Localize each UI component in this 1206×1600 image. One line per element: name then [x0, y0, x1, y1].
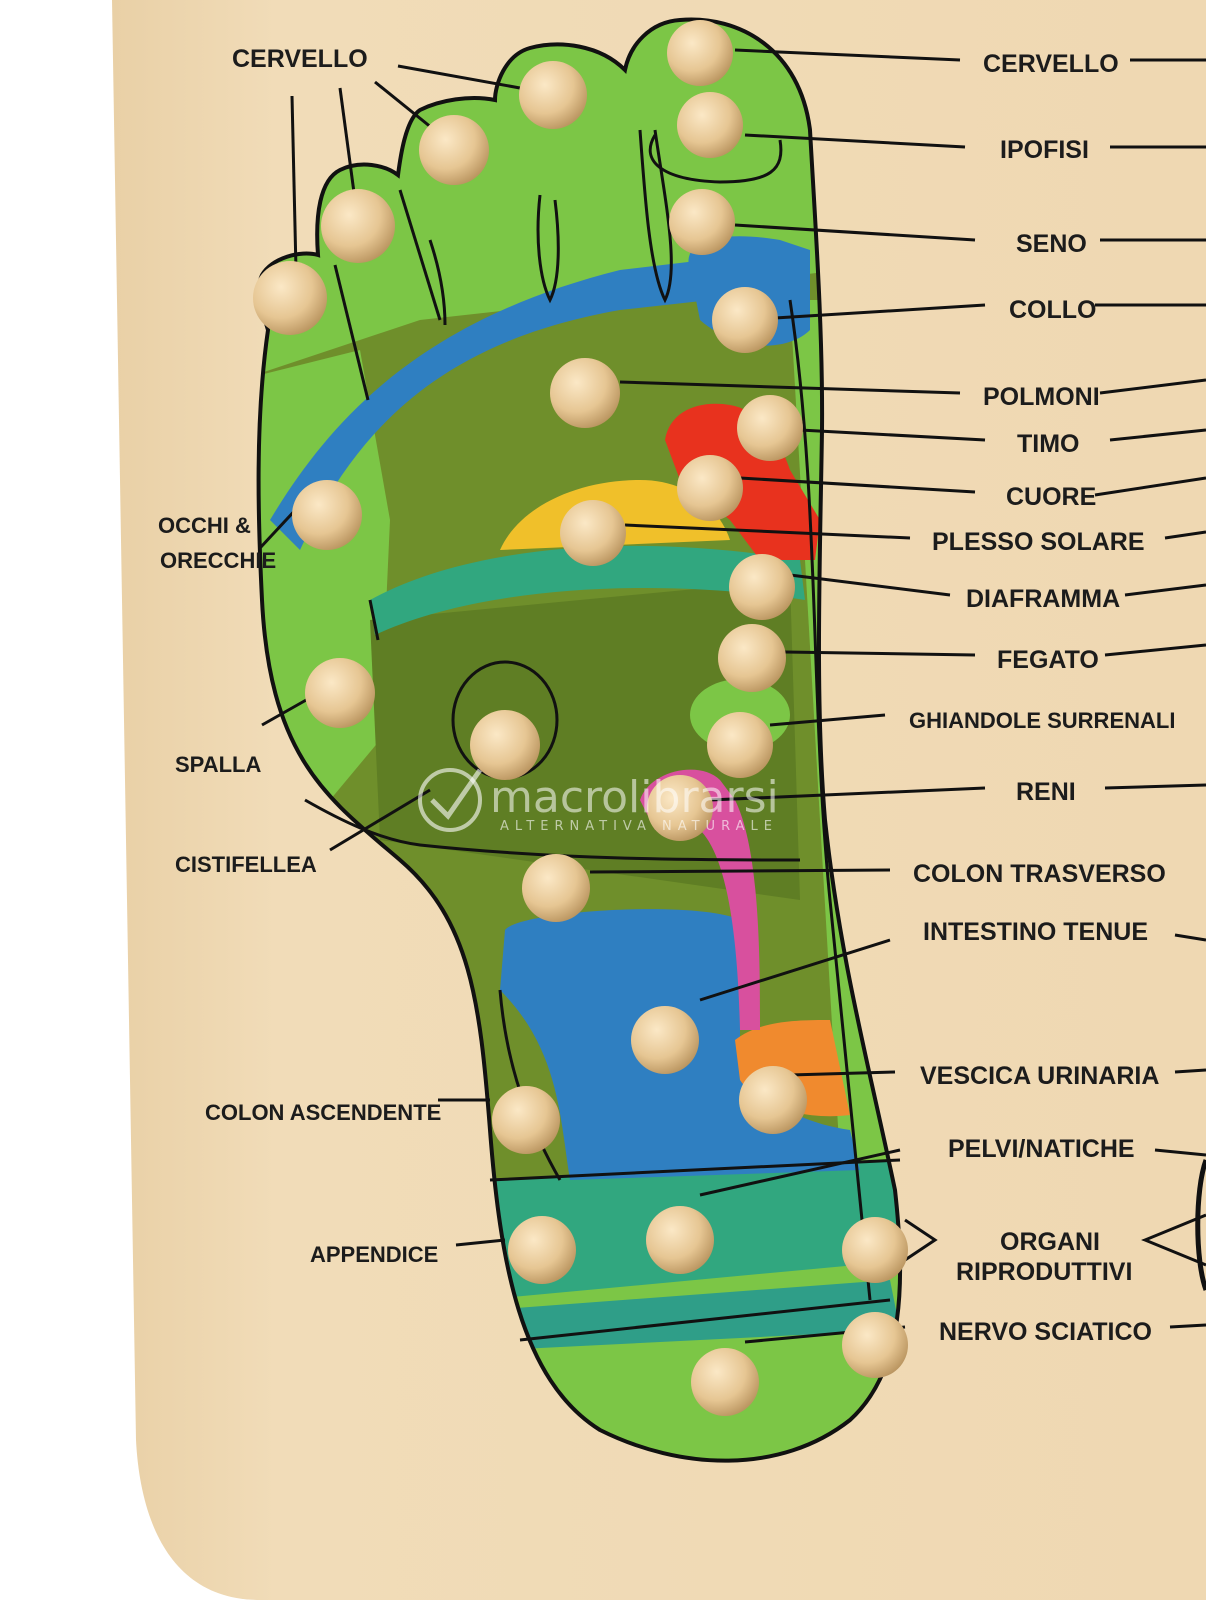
label-appendice: APPENDICE [310, 1242, 438, 1267]
label-organi-line2: RIPRODUTTIVI [956, 1258, 1132, 1286]
label-plesso-solare: PLESSO SOLARE [932, 528, 1145, 556]
label-intestino-tenue: INTESTINO TENUE [923, 918, 1148, 946]
watermark-brand: macrolibrarsi [490, 772, 779, 823]
label-cistifellea: CISTIFELLEA [175, 852, 317, 877]
label-cervello-left: CERVELLO [232, 45, 368, 73]
labels-right: CERVELLO IPOFISI SENO COLLO POLMONI TIMO… [909, 50, 1175, 1346]
label-diaframma: DIAFRAMMA [966, 585, 1120, 613]
watermark-tagline: ALTERNATIVA NATURALE [500, 819, 778, 834]
label-timo: TIMO [1017, 430, 1080, 458]
label-colon-trasverso: COLON TRASVERSO [913, 860, 1166, 888]
label-fegato: FEGATO [997, 646, 1099, 674]
label-occhi-line2: ORECCHIE [160, 548, 276, 573]
label-spalla: SPALLA [175, 752, 261, 777]
label-pelvi-natiche: PELVI/NATICHE [948, 1135, 1135, 1163]
label-reni: RENI [1016, 778, 1076, 806]
labels-left: CERVELLO OCCHI & ORECCHIE SPALLA CISTIFE… [158, 45, 441, 1267]
label-colon-ascendente: COLON ASCENDENTE [205, 1100, 441, 1125]
watermark: macrolibrarsi ALTERNATIVA NATURALE [418, 768, 779, 834]
leader-lines-right [589, 48, 1206, 1344]
second-foot-edge [1195, 1159, 1206, 1291]
label-cuore: CUORE [1006, 483, 1096, 511]
watermark-logo-icon [418, 768, 482, 832]
label-polmoni: POLMONI [983, 383, 1100, 411]
label-cervello-right: CERVELLO [983, 50, 1119, 78]
label-organi-line1: ORGANI [1000, 1228, 1100, 1256]
label-seno: SENO [1016, 230, 1087, 258]
label-nervo-sciatico: NERVO SCIATICO [939, 1318, 1152, 1346]
wooden-pegs [253, 20, 908, 1416]
leader-lines-left [258, 64, 521, 1247]
label-vescica-urinaria: VESCICA URINARIA [920, 1062, 1159, 1090]
label-occhi-line1: OCCHI & [158, 513, 251, 538]
label-collo: COLLO [1009, 296, 1097, 324]
label-ipofisi: IPOFISI [1000, 136, 1089, 164]
label-ghiandole-surrenali: GHIANDOLE SURRENALI [909, 708, 1175, 733]
